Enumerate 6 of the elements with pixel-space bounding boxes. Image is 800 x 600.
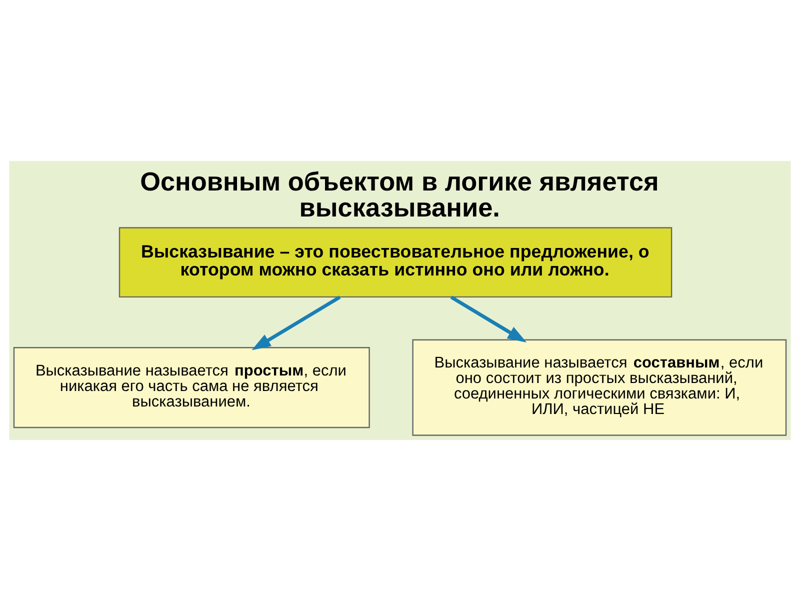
arrow (252, 295, 341, 350)
node-box: Высказывание называется простым, если никакая его часть сама не является высказыванием. (13, 346, 370, 428)
arrow (450, 295, 527, 342)
diagram-title: Основным объектом в логике является высказывание. (140, 166, 659, 222)
node-box: Высказывание – это повествовательное предложение, о котором можно сказать истинно оно или ложно. (118, 226, 672, 298)
node-box: Высказывание называется составным, если оно состоит из простых высказываний, соединенных логическими связками: И, ИЛИ, частицей НЕ (412, 338, 787, 436)
